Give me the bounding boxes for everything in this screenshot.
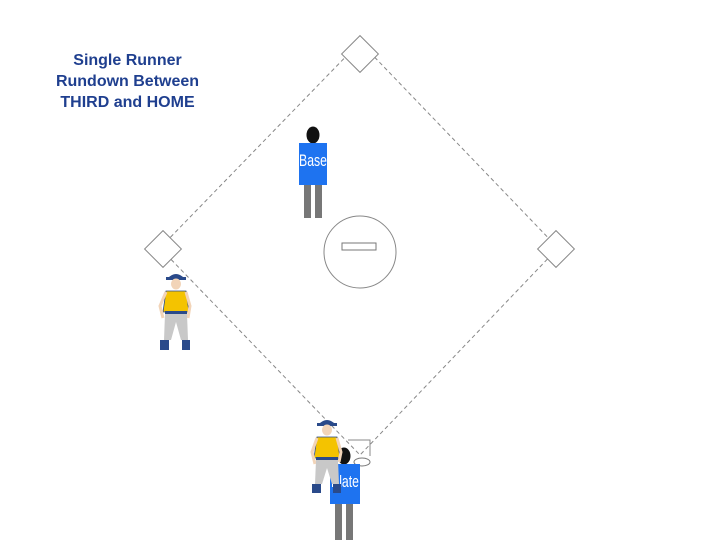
plate-umpire-leg-right <box>346 504 353 540</box>
base-umpire-head <box>306 126 320 144</box>
third-base <box>143 229 183 269</box>
batter-pants <box>315 460 339 484</box>
base-umpire-label: Base <box>299 152 327 170</box>
batter-arm-left <box>310 437 319 465</box>
runner-belt <box>165 311 187 314</box>
base-umpire-torso <box>299 143 327 185</box>
infield-diamond <box>159 41 559 456</box>
pitchers-mound <box>323 215 397 289</box>
diagram-title: Single Runner Rundown Between THIRD and … <box>55 52 200 111</box>
runner-arm-left <box>158 291 168 319</box>
runner-face <box>171 278 181 290</box>
base-umpire: Base <box>299 126 327 218</box>
runner-near-third <box>158 274 192 350</box>
base-umpire-leg-left <box>304 185 311 218</box>
runner-arm-right <box>184 291 192 319</box>
plate-umpire-leg-left <box>335 504 342 540</box>
base-umpire-leg-right <box>315 185 322 218</box>
runner-near-home <box>310 420 343 493</box>
pitchers-rubber <box>341 242 377 251</box>
runner-pants <box>164 314 188 340</box>
runner-shoe-left <box>160 340 169 350</box>
batters-box <box>348 439 371 456</box>
first-base <box>536 229 576 269</box>
batter-shoe-right <box>333 484 341 493</box>
second-base <box>340 34 380 74</box>
runner-shoe-right <box>182 340 190 350</box>
batter-shoe-left <box>312 484 321 493</box>
batter-belt <box>316 457 338 460</box>
batter-arm-right <box>335 437 343 463</box>
batter-face <box>322 424 332 436</box>
